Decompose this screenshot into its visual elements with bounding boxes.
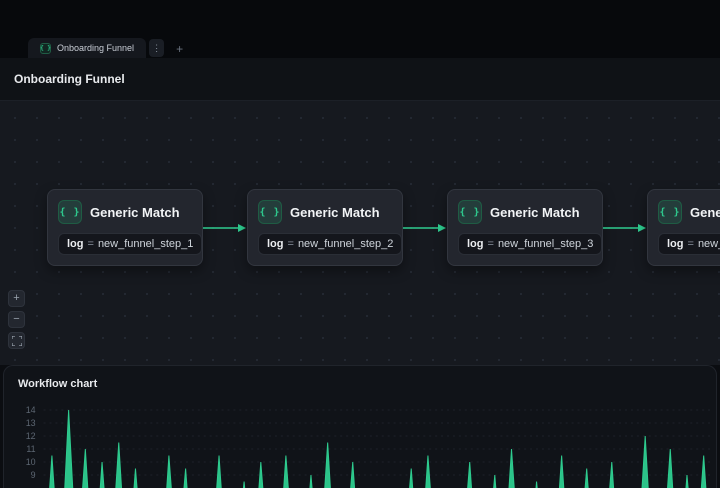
node-head: { } Generic Match: [658, 200, 720, 224]
fit-view-button[interactable]: [8, 332, 25, 349]
param-key: log: [267, 238, 284, 250]
param-key: log: [67, 238, 84, 250]
zoom-controls: + −: [8, 290, 25, 349]
workflow-node-1[interactable]: { } Generic Match log = new_funnel_step_…: [47, 189, 203, 266]
tab-onboarding-funnel[interactable]: { } Onboarding Funnel: [28, 38, 146, 58]
param-operator: =: [488, 238, 494, 250]
node-param-badge[interactable]: log = new_funnel_step_2: [258, 233, 402, 255]
node-head: { } Generic Match: [458, 200, 592, 224]
braces-icon: { }: [658, 200, 682, 224]
node-title: Generic Match: [690, 205, 720, 220]
workflow-node-4[interactable]: { } Generic Match log = new_funnel_step_…: [647, 189, 720, 266]
workflow-node-3[interactable]: { } Generic Match log = new_funnel_step_…: [447, 189, 603, 266]
node-head: { } Generic Match: [258, 200, 392, 224]
window-chrome: [0, 0, 720, 36]
param-operator: =: [688, 238, 694, 250]
param-operator: =: [288, 238, 294, 250]
edge-arrow-icon: [203, 222, 247, 234]
tab-bar: { } Onboarding Funnel ⋮ +: [0, 36, 720, 58]
workflow-node-2[interactable]: { } Generic Match log = new_funnel_step_…: [247, 189, 403, 266]
param-value: new_funnel_step_1: [98, 238, 193, 250]
braces-icon: { }: [458, 200, 482, 224]
param-key: log: [667, 238, 684, 250]
edge-arrow-icon: [603, 222, 647, 234]
param-operator: =: [88, 238, 94, 250]
new-tab-button[interactable]: +: [176, 43, 183, 55]
svg-text:11: 11: [26, 444, 35, 454]
tab-menu-button[interactable]: ⋮: [149, 39, 164, 57]
page-title: Onboarding Funnel: [14, 72, 125, 86]
svg-text:14: 14: [26, 405, 36, 415]
braces-icon: { }: [258, 200, 282, 224]
chart-area: 14 13 12 11 10 9: [4, 404, 716, 488]
chart-title: Workflow chart: [4, 378, 716, 390]
workflow-chart-svg: 14 13 12 11 10 9: [4, 404, 716, 488]
param-value: new_funnel_step_3: [498, 238, 593, 250]
node-row: { } Generic Match log = new_funnel_step_…: [47, 189, 720, 266]
node-title: Generic Match: [290, 205, 380, 220]
zoom-in-button[interactable]: +: [8, 290, 25, 307]
edge-arrow-icon: [403, 222, 447, 234]
node-title: Generic Match: [490, 205, 580, 220]
node-param-badge[interactable]: log = new_funnel_step_1: [58, 233, 202, 255]
tab-label: Onboarding Funnel: [57, 43, 134, 53]
fit-view-icon: [12, 336, 22, 346]
workflow-chart-panel: Workflow chart 14 13 12 11 10 9: [3, 365, 717, 488]
node-head: { } Generic Match: [58, 200, 192, 224]
param-value: new_funnel_step_4: [698, 238, 720, 250]
svg-text:12: 12: [26, 431, 36, 441]
node-param-badge[interactable]: log = new_funnel_step_3: [458, 233, 602, 255]
svg-text:9: 9: [31, 470, 36, 480]
node-param-badge[interactable]: log = new_funnel_step_4: [658, 233, 720, 255]
braces-icon: { }: [40, 43, 51, 54]
param-value: new_funnel_step_2: [298, 238, 393, 250]
svg-text:13: 13: [26, 418, 36, 428]
svg-text:10: 10: [26, 457, 36, 467]
workflow-canvas[interactable]: { } Generic Match log = new_funnel_step_…: [0, 101, 720, 365]
page-header: Onboarding Funnel: [0, 58, 720, 101]
braces-icon: { }: [58, 200, 82, 224]
node-title: Generic Match: [90, 205, 180, 220]
zoom-out-button[interactable]: −: [8, 311, 25, 328]
param-key: log: [467, 238, 484, 250]
